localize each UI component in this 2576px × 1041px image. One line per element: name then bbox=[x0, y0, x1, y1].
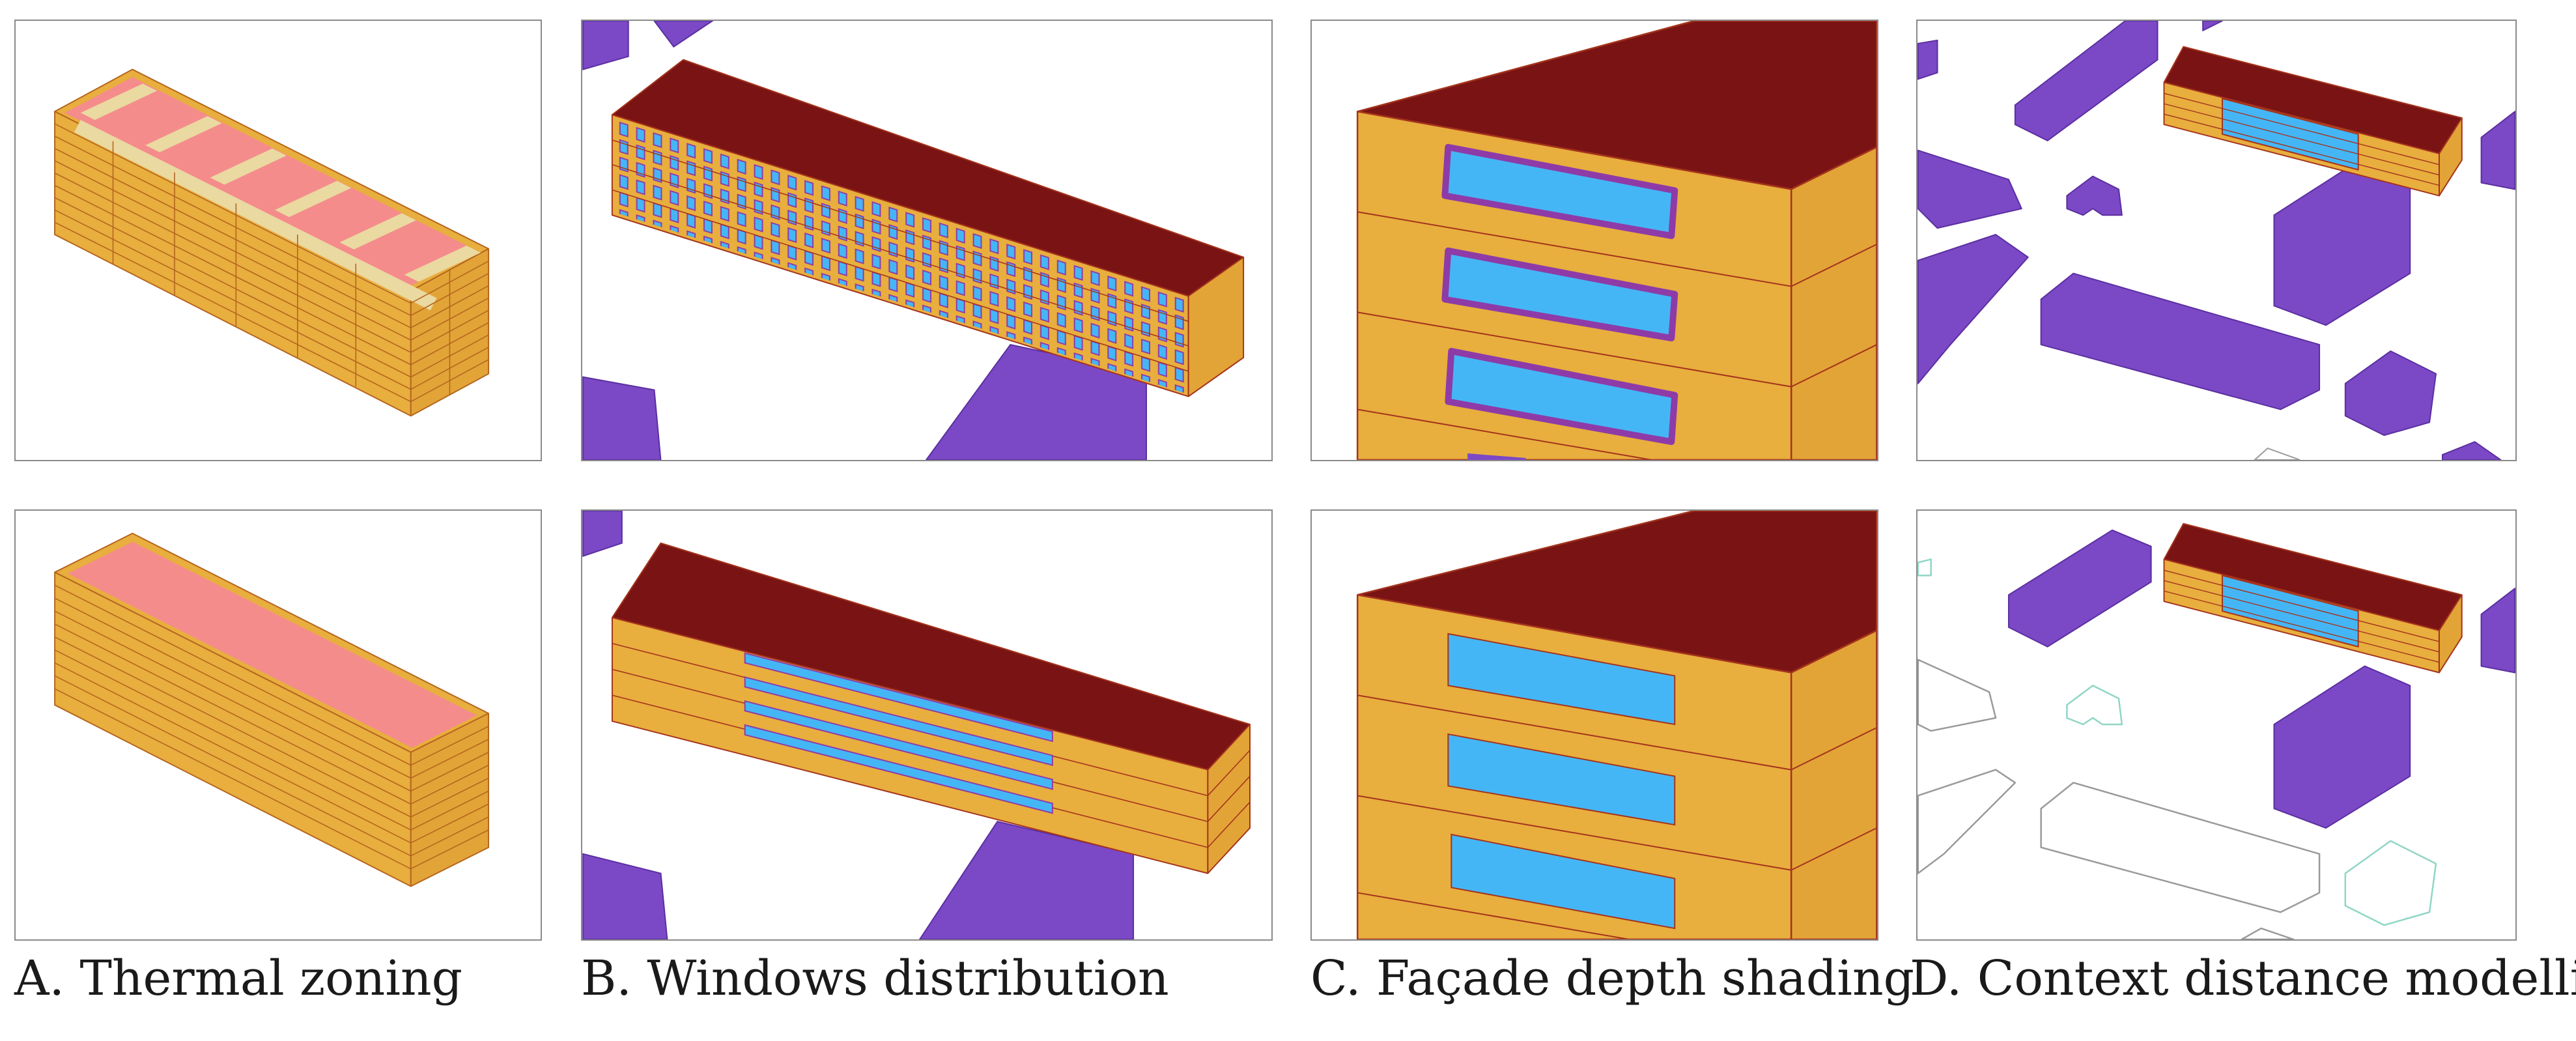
context-distance-detailed-drawing bbox=[1918, 21, 2515, 460]
windows-distribution-detailed-drawing bbox=[582, 21, 1245, 460]
caption-facade-depth-shading: C. Façade depth shading bbox=[1310, 950, 1914, 1006]
panel-c-simplified bbox=[1310, 509, 1878, 941]
caption-windows-distribution: B. Windows distribution bbox=[581, 950, 1169, 1006]
windows-distribution-simplified-drawing bbox=[582, 511, 1251, 939]
facade-depth-shading-simplified-drawing bbox=[1356, 511, 1877, 939]
panel-b-detailed bbox=[581, 20, 1273, 461]
caption-context-distance-modelling: D. Context distance modelling bbox=[1910, 950, 2576, 1006]
facade-depth-shading-detailed-drawing bbox=[1356, 21, 1877, 460]
thermal-zoning-simplified-drawing bbox=[54, 532, 490, 887]
panel-a-detailed bbox=[14, 20, 542, 461]
panel-b-simplified bbox=[581, 509, 1273, 941]
caption-thermal-zoning: A. Thermal zoning bbox=[14, 950, 463, 1006]
panel-d-simplified bbox=[1916, 509, 2517, 941]
panel-a-simplified bbox=[14, 509, 542, 941]
panel-d-detailed bbox=[1916, 20, 2517, 461]
context-distance-simplified-drawing bbox=[1918, 522, 2515, 939]
thermal-zoning-detailed-drawing bbox=[54, 68, 490, 417]
panel-c-detailed bbox=[1310, 20, 1878, 461]
